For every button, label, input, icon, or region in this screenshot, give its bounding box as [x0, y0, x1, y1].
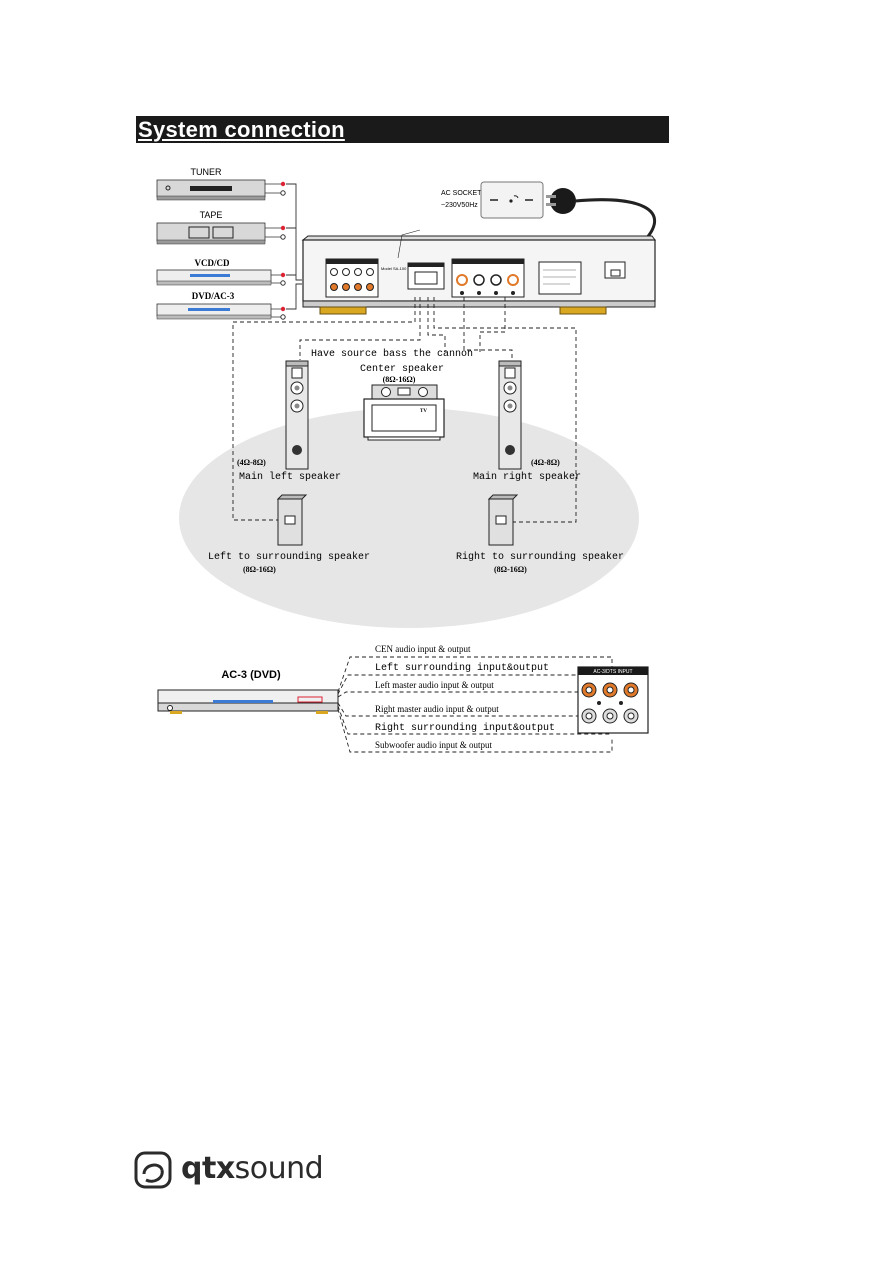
- main-left-label: Main left speaker: [239, 471, 341, 483]
- ac3-line-subwoofer: Subwoofer audio input & output: [375, 740, 492, 750]
- main-right-label: Main right speaker: [473, 471, 581, 483]
- ac3-panel-title: AC-3/DTS INPUT: [593, 669, 632, 675]
- main-left-impedance: (4Ω-8Ω): [237, 458, 266, 467]
- center-speaker: Center speaker (8Ω-16Ω): [360, 363, 444, 400]
- surround-right-label: Right to surrounding speaker: [456, 551, 624, 563]
- main-right-impedance: (4Ω-8Ω): [531, 458, 560, 467]
- surround-left-label: Left to surrounding speaker: [208, 551, 370, 563]
- ac3-line-cen: CEN audio input & output: [375, 644, 471, 654]
- dvd-device: DVD/AC-3: [156, 291, 286, 320]
- vcd-label: VCD/CD: [195, 258, 230, 268]
- tape-device: TAPE: [156, 210, 286, 245]
- ac3-line-left-surround: Left surrounding input&output: [375, 662, 549, 674]
- section-header: System connection: [136, 116, 669, 143]
- amplifier: Model SA-100: [301, 235, 656, 315]
- bass-cannon-note: Have source bass the cannon: [311, 348, 473, 360]
- ac3-connection-lines: [337, 656, 613, 753]
- svg-text:Model SA-100: Model SA-100: [381, 266, 407, 271]
- ac3-lines-text: CEN audio input & output Left surroundin…: [375, 644, 555, 750]
- ac3-line-right-master: Right master audio input & output: [375, 704, 499, 714]
- tuner-device: TUNER: [156, 167, 286, 201]
- ac-socket: AC SOCKET ~230V50Hz: [441, 181, 544, 219]
- ac3-title: AC-3 (DVD): [221, 669, 281, 681]
- tape-label: TAPE: [200, 210, 223, 220]
- ac3-line-left-master: Left master audio input & output: [375, 680, 494, 690]
- dvd-label: DVD/AC-3: [192, 291, 235, 301]
- tv: TV: [363, 398, 445, 441]
- tv-label: TV: [420, 409, 427, 414]
- ac3-dvd-player: AC-3 (DVD): [157, 669, 339, 714]
- surround-right-speaker: Right to surrounding speaker (8Ω-16Ω): [456, 494, 624, 574]
- main-right-speaker: (4Ω-8Ω) Main right speaker: [473, 360, 581, 483]
- surround-right-impedance: (8Ω-16Ω): [494, 565, 527, 574]
- vcd-device: VCD/CD: [156, 258, 286, 286]
- brand-name: qtxsound: [181, 1151, 324, 1186]
- ac3-line-right-surround: Right surrounding input&output: [375, 722, 555, 734]
- surround-left-impedance: (8Ω-16Ω): [243, 565, 276, 574]
- tuner-label: TUNER: [191, 167, 222, 177]
- ac-socket-voltage: ~230V50Hz: [441, 202, 478, 209]
- surround-left-speaker: Left to surrounding speaker (8Ω-16Ω): [208, 494, 370, 574]
- section-title: System connection: [138, 117, 345, 142]
- center-speaker-label: Center speaker: [360, 363, 444, 375]
- main-left-speaker: (4Ω-8Ω) Main left speaker: [237, 360, 341, 483]
- ac3-input-panel: AC-3/DTS INPUT: [577, 666, 649, 734]
- ac-socket-label: AC SOCKET: [441, 190, 482, 197]
- room-floor: [179, 408, 639, 628]
- qtx-logo-icon: [134, 1151, 172, 1189]
- qtx-sound-logo: qtxsound: [134, 1150, 324, 1192]
- center-speaker-impedance: (8Ω-16Ω): [383, 375, 416, 384]
